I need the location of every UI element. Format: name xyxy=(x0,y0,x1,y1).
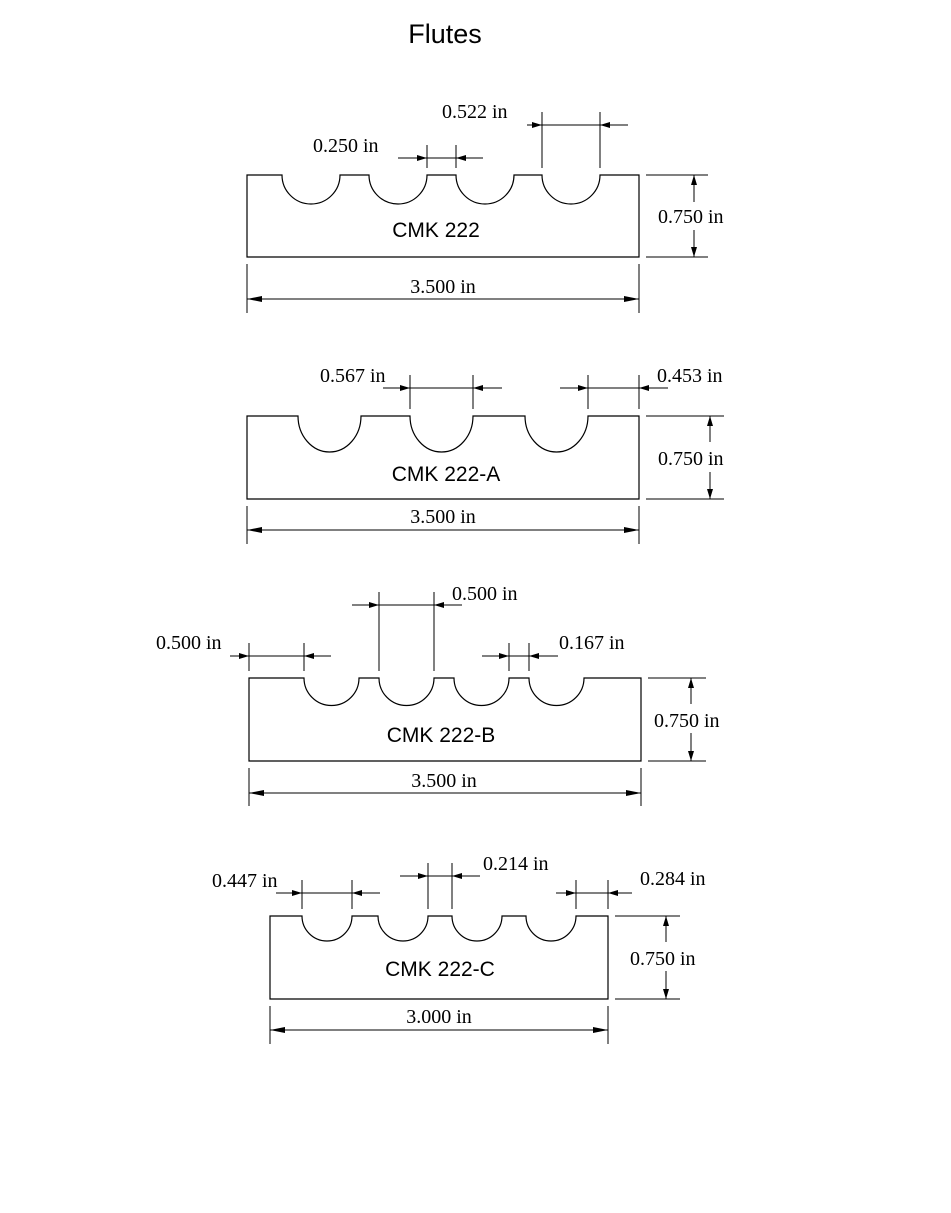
dim-spacing: 0.250 in xyxy=(313,135,483,168)
dim-text: 0.167 in xyxy=(559,632,625,654)
dim-flute-width: 0.522 in xyxy=(442,101,628,168)
dim-height: 0.750 in xyxy=(615,915,696,1000)
dim-text: 0.750 in xyxy=(658,206,724,228)
dim-height: 0.750 in xyxy=(648,677,720,762)
part-profile xyxy=(246,174,640,258)
dim-edge-left: 0.500 in xyxy=(156,632,331,671)
part-profile xyxy=(246,415,640,500)
dim-spacing: 0.214 in xyxy=(400,853,549,909)
dim-edge-right: 0.453 in xyxy=(560,365,723,409)
part-cmk-222: CMK 222 0.522 in 0.250 in 0.7 xyxy=(246,101,724,313)
dim-text: 0.750 in xyxy=(658,448,724,470)
dim-text: 0.447 in xyxy=(212,870,278,892)
dim-length: 3.000 in xyxy=(269,1006,609,1044)
dim-text: 0.453 in xyxy=(657,365,723,387)
part-profile xyxy=(248,677,642,762)
page-title: Flutes xyxy=(408,19,482,49)
dim-text: 0.250 in xyxy=(313,135,379,157)
dim-text: 0.750 in xyxy=(630,948,696,970)
dim-text: 0.500 in xyxy=(156,632,222,654)
dim-text: 0.284 in xyxy=(640,868,706,890)
part-name: CMK 222-B xyxy=(387,724,496,747)
dim-flute-width: 0.500 in xyxy=(352,583,518,671)
dim-height: 0.750 in xyxy=(646,174,724,258)
part-profile xyxy=(269,915,609,1000)
part-cmk-222-c: CMK 222-C 0.447 in 0.214 in 0.284 in xyxy=(212,853,706,1044)
dim-spacing: 0.167 in xyxy=(482,632,625,671)
part-cmk-222-a: CMK 222-A 0.567 in 0.453 in 0 xyxy=(246,365,724,544)
dim-length: 3.500 in xyxy=(248,768,642,806)
dim-text: 0.500 in xyxy=(452,583,518,605)
part-cmk-222-b: CMK 222-B 0.500 in 0.500 in 0.167 in xyxy=(156,583,720,806)
dim-text: 0.214 in xyxy=(483,853,549,875)
dim-text: 3.500 in xyxy=(410,276,476,298)
dim-edge-right: 0.284 in xyxy=(556,868,706,909)
dim-text: 3.500 in xyxy=(411,770,477,792)
dim-height: 0.750 in xyxy=(646,415,724,500)
dim-flute-width: 0.567 in xyxy=(320,365,502,409)
dim-text: 3.500 in xyxy=(410,506,476,528)
part-name: CMK 222 xyxy=(392,219,480,242)
part-name: CMK 222-A xyxy=(392,463,501,486)
dim-length: 3.500 in xyxy=(246,506,640,544)
dim-text: 0.522 in xyxy=(442,101,508,123)
part-name: CMK 222-C xyxy=(385,958,495,981)
dim-text: 0.567 in xyxy=(320,365,386,387)
dim-length: 3.500 in xyxy=(246,264,640,313)
dim-text: 3.000 in xyxy=(406,1006,472,1028)
dim-edge-left: 0.447 in xyxy=(212,870,380,909)
dim-text: 0.750 in xyxy=(654,710,720,732)
